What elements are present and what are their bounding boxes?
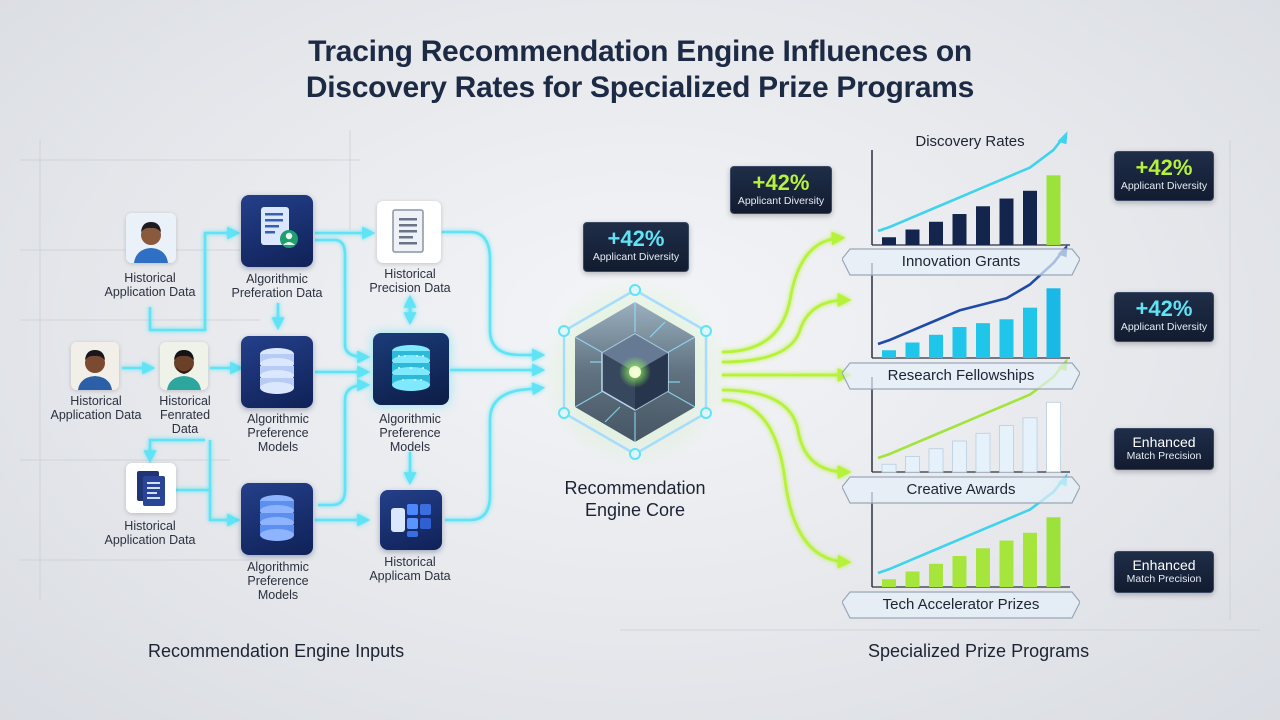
platform-research-fellowships: Research Fellowships — [842, 359, 1080, 393]
label-tile-right-bottom: Historical Applicam Data — [369, 555, 451, 583]
bar — [1022, 417, 1038, 473]
label-tile-top: Algorithmic Preferation Data — [231, 272, 323, 300]
platform-creative-awards: Creative Awards — [842, 473, 1080, 507]
trend-line — [877, 136, 1065, 233]
doc-historical-application-bottom — [126, 463, 176, 513]
document-icon — [392, 209, 424, 253]
bar — [929, 563, 943, 587]
bar — [905, 571, 920, 587]
bar — [905, 229, 920, 245]
label-tile-right-mid: Algorithmic Preference Models — [379, 412, 441, 454]
program-chart — [871, 358, 1070, 473]
program-label: Research Fellowships — [887, 367, 1035, 384]
person-icon — [126, 213, 176, 263]
bar — [882, 579, 896, 587]
bar — [976, 548, 990, 587]
bar — [999, 540, 1014, 587]
core-label: Recommendation Engine Core — [564, 478, 706, 520]
document-icon — [137, 471, 165, 506]
tile-algorithmic-preferation-data — [241, 195, 313, 267]
title-line-2: Discovery Rates for Specialized Prize Pr… — [305, 71, 975, 104]
platform-base — [842, 476, 1080, 504]
database-icon — [392, 345, 430, 391]
database-icon — [260, 495, 294, 541]
program-chart — [871, 131, 1070, 246]
bar — [1023, 532, 1037, 587]
program-label: Tech Accelerator Prizes — [882, 596, 1040, 613]
label-tile-mid: Algorithmic Preference Models — [247, 412, 309, 454]
label-avatar-mid-right: Historical Fenrated Data — [159, 394, 211, 436]
tile-algorithmic-preference-models-mid — [241, 336, 313, 408]
label-tile-bottom: Algorithmic Preference Models — [247, 560, 309, 602]
trend-arrow-icon — [1057, 131, 1068, 145]
badge-flow-applicant-diversity: +42% Applicant Diversity — [730, 166, 832, 214]
bar — [975, 432, 991, 473]
label-doc-top-right: Historical Precision Data — [369, 267, 451, 295]
badge-research-applicant-diversity: +42% Applicant Diversity — [1114, 292, 1214, 342]
bar — [976, 206, 990, 245]
bar — [882, 237, 896, 245]
platform-base — [842, 248, 1080, 276]
label-avatar-mid-left: Historical Application Data — [50, 394, 142, 422]
bar — [881, 463, 897, 473]
bar — [929, 334, 943, 358]
bar — [999, 198, 1014, 245]
title-line-1: Tracing Recommendation Engine Influences… — [308, 35, 972, 68]
bar — [1023, 190, 1037, 245]
bar — [976, 323, 990, 358]
bar — [952, 556, 967, 587]
person-icon — [160, 342, 208, 390]
badge-creative-match-precision: Enhanced Match Precision — [1114, 428, 1214, 470]
bar — [905, 456, 920, 473]
bar — [905, 342, 920, 358]
section-label-programs: Specialized Prize Programs — [868, 641, 1090, 661]
platform-innovation-grants: Innovation Grants — [842, 245, 1080, 279]
bar — [929, 221, 943, 245]
output-flow-lines — [721, 231, 852, 569]
badge-core-applicant-diversity: +42% Applicant Diversity — [583, 222, 689, 272]
chart-title-discovery-rates: Discovery Rates — [915, 133, 1025, 150]
bar — [928, 448, 944, 473]
bar — [952, 440, 967, 473]
document-icon — [261, 207, 298, 248]
program-chart — [871, 244, 1070, 359]
program-label: Creative Awards — [906, 481, 1016, 498]
program-label: Innovation Grants — [901, 253, 1021, 270]
blocks-icon — [391, 504, 431, 537]
hexagon-core-icon — [540, 277, 730, 467]
badge-tech-match-precision: Enhanced Match Precision — [1114, 551, 1214, 593]
platform-base — [842, 362, 1080, 390]
platform-base — [842, 591, 1080, 619]
label-doc-bottom-left: Historical Application Data — [104, 519, 196, 547]
bar — [1046, 517, 1061, 587]
bar — [999, 319, 1014, 358]
bar — [952, 214, 967, 245]
bar — [952, 327, 967, 358]
tile-algorithmic-preference-models-bottom — [241, 483, 313, 555]
bar — [1023, 307, 1037, 358]
avatar-historical-application-top — [126, 213, 176, 263]
platform-tech-accelerator-prizes: Tech Accelerator Prizes — [842, 588, 1080, 622]
program-charts — [871, 131, 1070, 588]
avatar-historical-fenrated — [160, 342, 208, 390]
bar — [882, 350, 896, 358]
person-icon — [71, 342, 119, 390]
section-label-inputs: Recommendation Engine Inputs — [148, 641, 405, 661]
bar — [1046, 401, 1061, 473]
badge-innovation-applicant-diversity: +42% Applicant Diversity — [1114, 151, 1214, 201]
bar — [1046, 175, 1061, 245]
input-flow-lines — [122, 226, 546, 527]
bar — [1046, 288, 1061, 358]
avatar-historical-application-mid — [71, 342, 119, 390]
tile-algorithmic-preference-models-right — [373, 333, 449, 405]
background-grid — [20, 130, 1260, 631]
tile-historical-applicam-data — [380, 490, 442, 550]
diagram-title: Tracing Recommendation Engine Influences… — [0, 34, 1280, 106]
bar — [999, 425, 1014, 473]
database-icon — [260, 348, 294, 394]
label-avatar-top: Historical Application Data — [104, 271, 196, 299]
doc-historical-precision-data — [377, 201, 441, 263]
